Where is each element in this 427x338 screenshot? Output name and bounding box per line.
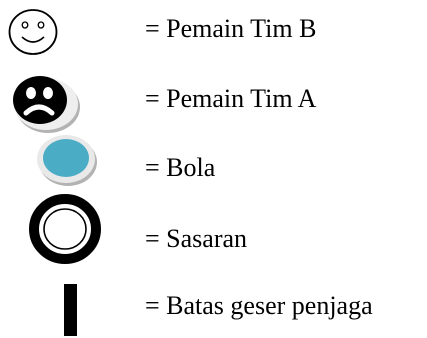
legend-label-ball: = Bola xyxy=(145,153,216,182)
target-ring-icon xyxy=(29,194,101,264)
legend-row-team-b: = Pemain Tim B xyxy=(0,0,427,60)
vertical-bar-icon xyxy=(64,284,77,336)
legend-row-team-a: = Pemain Tim A xyxy=(0,62,427,133)
legend-label-team-a: = Pemain Tim A xyxy=(145,84,317,113)
legend-label-guard-boundary: = Batas geser penjaga xyxy=(145,291,373,320)
legend-row-target: = Sasaran xyxy=(0,190,427,270)
legend-row-guard-boundary: = Batas geser penjaga xyxy=(0,272,427,338)
legend-label-team-b: = Pemain Tim B xyxy=(145,14,317,43)
blue-ball-icon xyxy=(37,135,97,186)
legend-label-target: = Sasaran xyxy=(145,224,248,253)
smiley-face-icon xyxy=(8,9,58,55)
legend-row-ball: = Bola xyxy=(0,132,427,188)
frowning-face-icon xyxy=(13,76,80,133)
